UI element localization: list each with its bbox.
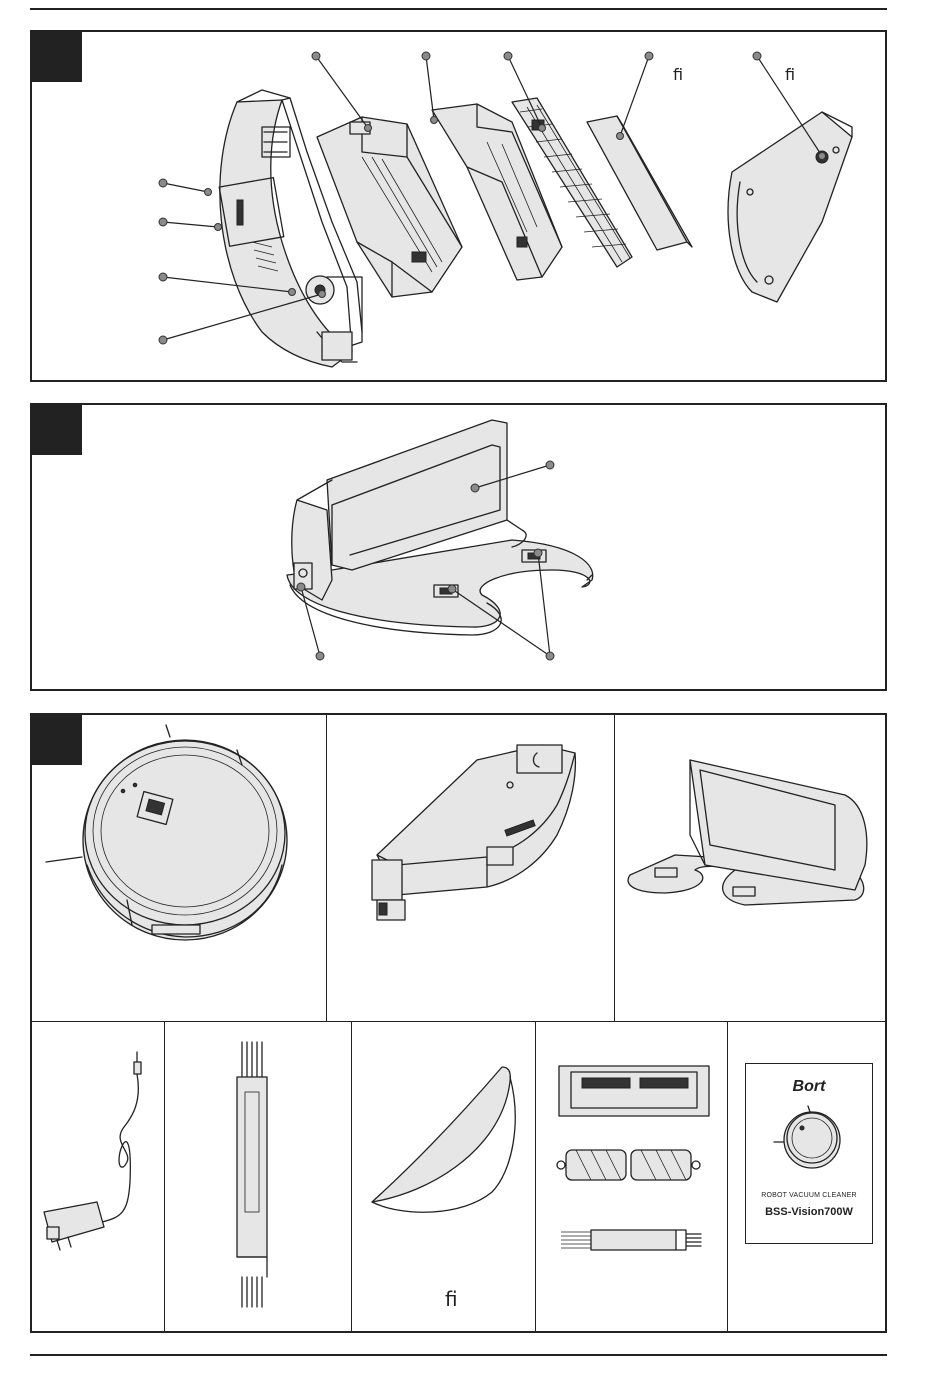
manual-robot-thumbnail [746, 1100, 874, 1170]
manual-product-name: ROBOT VACUUM CLEANER [746, 1192, 872, 1199]
label-ligature-cover: ﬁ [785, 65, 795, 84]
user-manual: Bort ROBOT VACUUM CLEANER BSS-Vision700W [745, 1063, 873, 1244]
top-rule [30, 8, 887, 10]
main-bin [317, 117, 462, 297]
spare-main-brush [557, 1150, 700, 1180]
charging-dock [287, 420, 593, 635]
label-ligature-mop: ﬁ [445, 1287, 458, 1311]
panel-charging-dock [30, 403, 887, 691]
panel-dustbin-exploded: ﬁ ﬁ [30, 30, 887, 382]
cleaning-brush-illustration [165, 1022, 352, 1333]
power-adapter-illustration [32, 1022, 164, 1333]
spare-parts-illustration [536, 1022, 728, 1333]
charging-dock-illustration [32, 405, 887, 691]
panel-package-contents: ﬁ Bort RO [30, 713, 887, 1333]
bin-cover [728, 112, 852, 302]
spare-cleaning-brush [561, 1230, 701, 1250]
label-ligature-sponge: ﬁ [673, 65, 683, 84]
dustbin-assembled-illustration [327, 715, 615, 1021]
dustbin-exploded-illustration [32, 32, 887, 382]
manual-brand: Bort [746, 1078, 872, 1096]
spare-filter [559, 1066, 709, 1116]
charging-dock-small-illustration [615, 715, 887, 1021]
bottom-rule [30, 1354, 887, 1356]
robot-vacuum-illustration [32, 715, 326, 1021]
manual-model-name: BSS-Vision700W [746, 1206, 872, 1218]
mop-pad-illustration [352, 1022, 536, 1333]
